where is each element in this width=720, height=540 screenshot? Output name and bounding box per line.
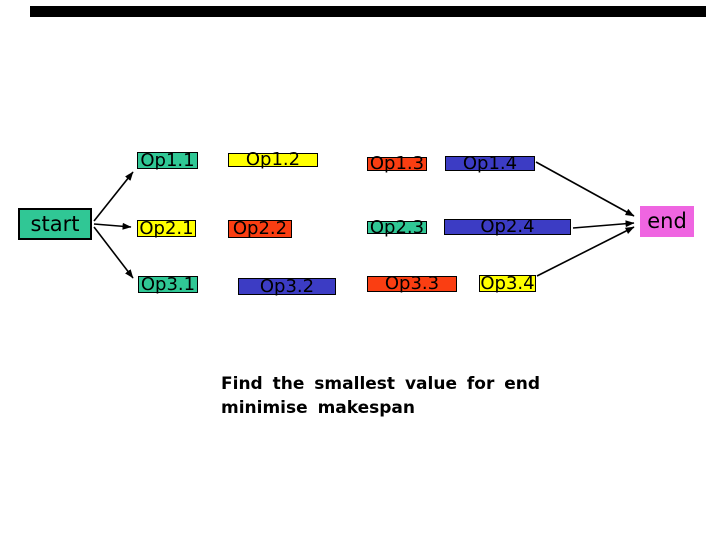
op-label-3-3: Op3.3 bbox=[384, 273, 440, 294]
op-label-2-3: Op2.3 bbox=[369, 216, 425, 238]
caption-line-1: Find the smallest value for end bbox=[221, 374, 541, 394]
op-box-2-3: Op2.3 bbox=[367, 216, 427, 238]
arrow-start-to-op1-1 bbox=[93, 171, 134, 222]
op-label-2-4: Op2.4 bbox=[480, 216, 535, 237]
op-box-2-1: Op2.1 bbox=[137, 217, 196, 239]
end-node-label: end bbox=[647, 209, 687, 233]
op-label-3-4: Op3.4 bbox=[480, 272, 535, 294]
arrow-start-to-op2-1 bbox=[93, 222, 132, 230]
start-node-label: start bbox=[30, 211, 80, 236]
op-box-2-4: Op2.4 bbox=[444, 216, 571, 237]
caption: Find the smallest value for end minimise… bbox=[221, 372, 540, 420]
op-box-3-3: Op3.3 bbox=[367, 273, 457, 294]
op-label-3-1: Op3.1 bbox=[140, 273, 196, 295]
op-label-2-2: Op2.2 bbox=[232, 218, 288, 239]
arrow-start-to-op3-1 bbox=[93, 226, 134, 279]
op-box-1-3: Op1.3 bbox=[367, 153, 427, 174]
start-node: start bbox=[18, 208, 92, 240]
end-node: end bbox=[640, 206, 694, 237]
op-box-1-1: Op1.1 bbox=[137, 149, 198, 171]
op-label-1-2: Op1.2 bbox=[245, 149, 301, 170]
op-box-3-2: Op3.2 bbox=[238, 275, 336, 297]
arrow-op2-4-to-end bbox=[572, 220, 635, 229]
op-label-1-1: Op1.1 bbox=[140, 149, 195, 171]
op-box-3-1: Op3.1 bbox=[138, 273, 198, 295]
op-label-2-1: Op2.1 bbox=[139, 217, 194, 239]
caption-line-2: minimise makespan bbox=[221, 398, 416, 418]
op-label-1-4: Op1.4 bbox=[462, 152, 518, 174]
top-divider-bar bbox=[30, 6, 706, 17]
op-box-3-4: Op3.4 bbox=[479, 272, 536, 294]
op-box-2-2: Op2.2 bbox=[228, 220, 292, 238]
op-label-1-3: Op1.3 bbox=[369, 153, 425, 174]
op-box-1-2: Op1.2 bbox=[228, 149, 318, 170]
op-box-1-4: Op1.4 bbox=[445, 152, 535, 174]
op-label-3-2: Op3.2 bbox=[259, 275, 315, 297]
arrow-op1-4-to-end bbox=[535, 161, 635, 217]
